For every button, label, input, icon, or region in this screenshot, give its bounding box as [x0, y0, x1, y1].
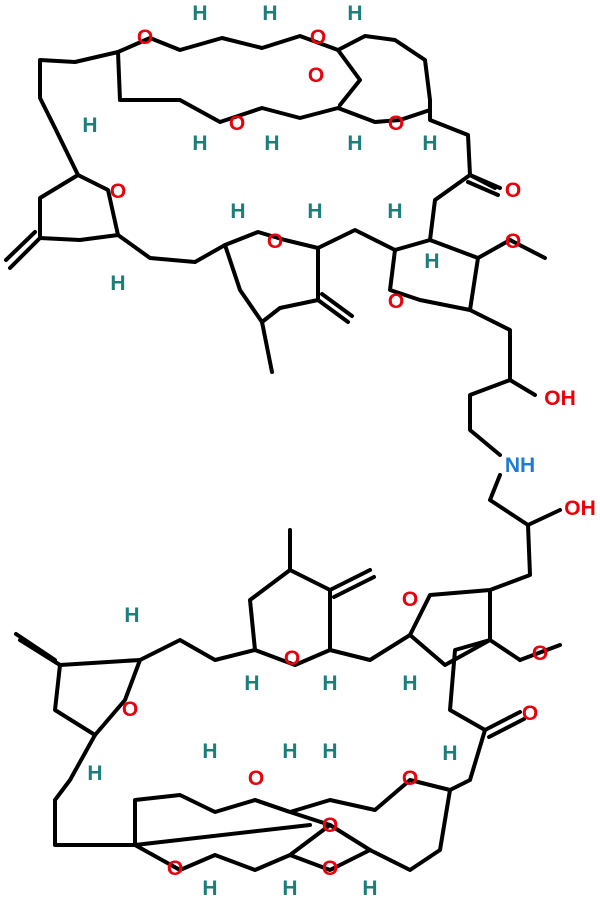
atom-h: H — [422, 132, 437, 155]
atom-h: H — [347, 2, 362, 25]
top-bonds — [4, 34, 547, 457]
atom-h: H — [110, 272, 125, 295]
atom-o: O — [505, 179, 521, 202]
atom-h: H — [202, 877, 217, 900]
atom-h: H — [362, 877, 377, 900]
oxygen-labels: O O O O O O O O O O O O O O O O O O O O — [110, 26, 548, 880]
atom-oh: OH — [564, 497, 596, 520]
atom-h: H — [244, 672, 259, 695]
atom-h: H — [124, 604, 139, 627]
atom-h: H — [307, 200, 322, 223]
atom-o: O — [322, 857, 338, 880]
atom-h: H — [442, 742, 457, 765]
atom-h: H — [322, 672, 337, 695]
atom-h: H — [264, 132, 279, 155]
atom-h: H — [192, 2, 207, 25]
atom-h: H — [87, 762, 102, 785]
heteroatom-labels: OH NH OH — [505, 387, 596, 520]
atom-h: H — [282, 877, 297, 900]
atom-h: H — [347, 132, 362, 155]
atom-h: H — [424, 250, 439, 273]
atom-o: O — [167, 857, 183, 880]
atom-h: H — [192, 132, 207, 155]
atom-h: H — [230, 200, 245, 223]
atom-h: H — [322, 740, 337, 763]
atom-oh: OH — [544, 387, 576, 410]
atom-o: O — [248, 767, 264, 790]
atom-o: O — [137, 26, 153, 49]
atom-o: O — [522, 702, 538, 725]
atom-o: O — [505, 230, 521, 253]
atom-h: H — [82, 114, 97, 137]
atom-o: O — [322, 814, 338, 837]
atom-h: H — [202, 740, 217, 763]
atom-o: O — [110, 180, 126, 203]
atom-o: O — [388, 112, 404, 135]
atom-h: H — [402, 672, 417, 695]
atom-o: O — [122, 698, 138, 721]
atom-o: O — [532, 642, 548, 665]
atom-h: H — [387, 200, 402, 223]
atom-o: O — [388, 290, 404, 313]
atom-o: O — [402, 767, 418, 790]
bottom-bonds — [14, 473, 562, 872]
atom-o: O — [402, 588, 418, 611]
atom-h: H — [282, 740, 297, 763]
atom-o: O — [229, 112, 245, 135]
atom-o: O — [308, 64, 324, 87]
atom-nh: NH — [505, 454, 535, 477]
hydrogen-labels: H H H H H H H H H H H H H H H H H H H H … — [82, 2, 457, 900]
atom-o: O — [267, 230, 283, 253]
atom-h: H — [262, 2, 277, 25]
atom-o: O — [284, 647, 300, 670]
atom-o: O — [310, 26, 326, 49]
